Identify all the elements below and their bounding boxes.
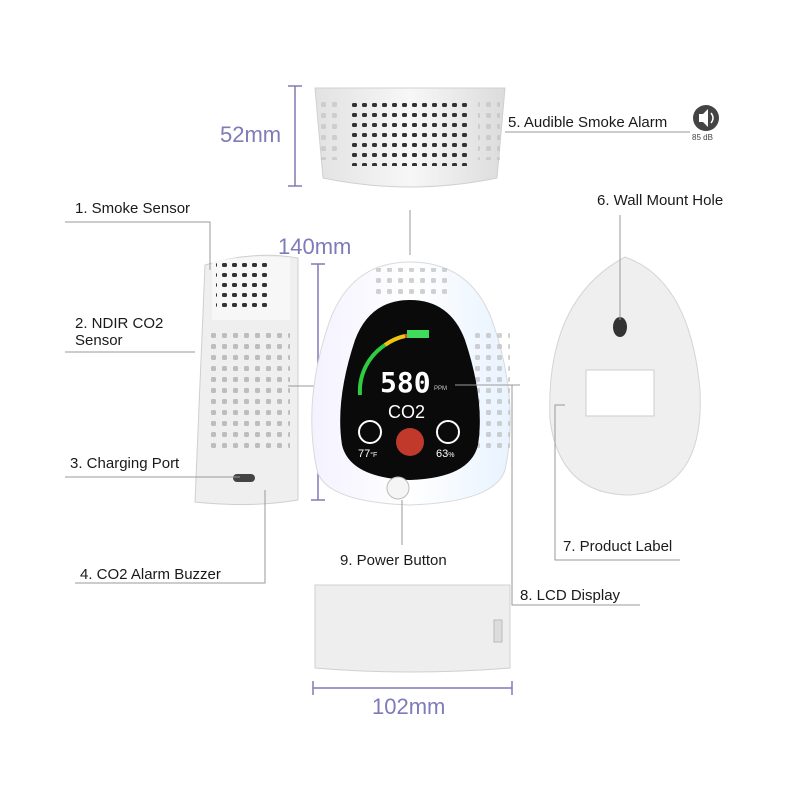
- thermometer-icon: [358, 420, 382, 444]
- wall-mount-hole: [613, 317, 627, 337]
- front-view-device: [311, 261, 520, 506]
- co2-reading: 580: [380, 366, 431, 399]
- width-dimension-bottom: [312, 681, 513, 695]
- height-dimension-top: [288, 85, 302, 187]
- label-ndir-sensor: Sensor: [75, 332, 123, 349]
- sound-level-text: 85 dB: [692, 133, 713, 142]
- top-vent-holes: [350, 102, 470, 166]
- back-view-device: [549, 256, 701, 496]
- dimension-140mm: 140mm: [278, 234, 352, 259]
- humidity-reading: 63%: [436, 448, 455, 460]
- temperature-reading: 77°F: [358, 448, 378, 460]
- label-product-label: 7. Product Label: [563, 538, 673, 555]
- dimension-102mm: 102mm: [372, 694, 446, 719]
- smoke-sensor-vents: [216, 258, 272, 308]
- label-wall-mount: 6. Wall Mount Hole: [597, 192, 724, 209]
- side-vent-holes: [205, 330, 290, 450]
- lcd-screen: [340, 300, 480, 480]
- speaker-icon: [693, 105, 719, 131]
- usb-c-port: [233, 474, 255, 482]
- label-power-button: 9. Power Button: [340, 552, 447, 569]
- label-smoke-alarm: 5. Audible Smoke Alarm: [508, 114, 668, 131]
- product-label-area: [585, 369, 655, 417]
- label-lcd-display: 8. LCD Display: [520, 587, 621, 604]
- label-ndir-co2: 2. NDIR CO2: [75, 315, 164, 332]
- ppm-unit: PPM: [434, 386, 448, 392]
- humidity-icon: [436, 420, 460, 444]
- side-view-device: [194, 254, 299, 506]
- label-alarm-buzzer: 4. CO2 Alarm Buzzer: [80, 566, 221, 583]
- bottom-view-device: [314, 584, 511, 673]
- label-charging-port: 3. Charging Port: [70, 455, 180, 472]
- label-smoke-sensor: 1. Smoke Sensor: [75, 200, 191, 217]
- top-view-device: [314, 87, 506, 188]
- dimension-52mm: 52mm: [220, 122, 282, 147]
- fire-icon: [396, 428, 424, 456]
- gas-label: CO2: [388, 402, 426, 422]
- battery-indicator: [407, 330, 429, 338]
- power-button: [386, 476, 410, 500]
